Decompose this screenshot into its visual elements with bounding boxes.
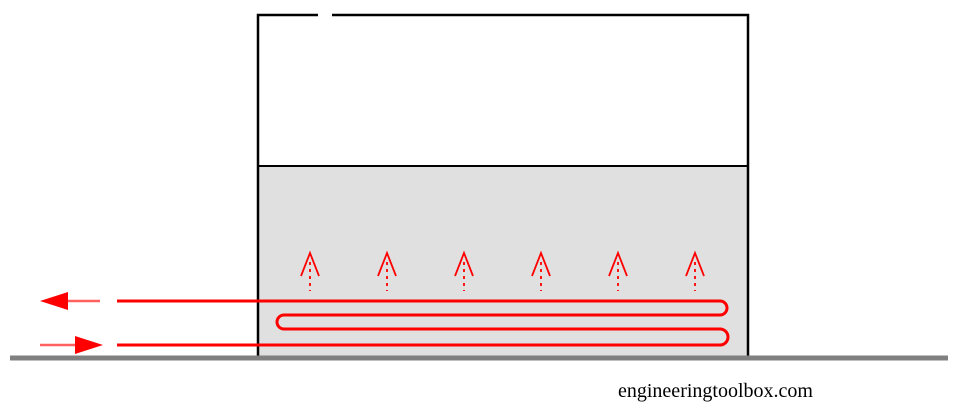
heat-rise-arrow-icon xyxy=(377,250,397,291)
inlet-arrow-icon xyxy=(40,336,103,354)
heat-rise-arrow-icon xyxy=(531,250,551,291)
heat-rise-arrow-icon xyxy=(300,250,320,291)
heat-rise-arrow-icon xyxy=(454,250,474,291)
heat-rise-arrow-icon xyxy=(608,250,628,291)
heat-arrows xyxy=(300,250,705,291)
heating-coil xyxy=(117,299,730,347)
heat-rise-arrow-icon xyxy=(685,250,705,291)
liquid xyxy=(258,166,748,358)
outlet-arrow-icon xyxy=(40,292,100,310)
credit-text: engineeringtoolbox.com xyxy=(618,380,813,402)
